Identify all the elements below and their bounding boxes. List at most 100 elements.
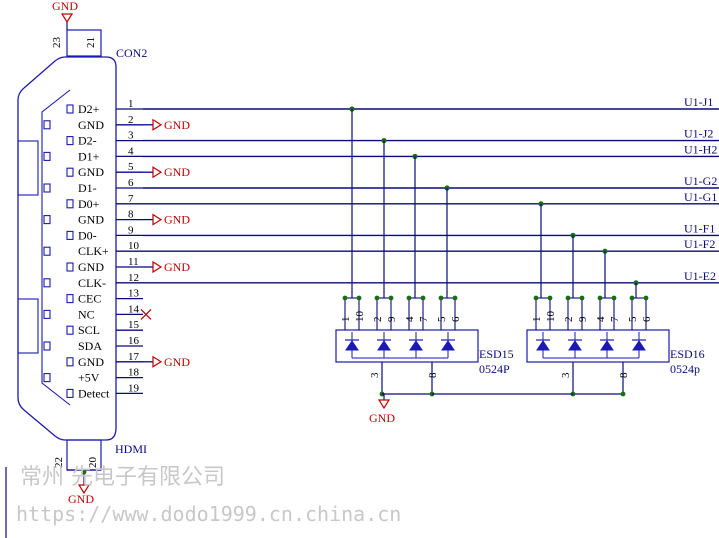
pin-18: +5V 18 xyxy=(43,367,143,385)
pin-number: 17 xyxy=(128,351,140,363)
pin-12: CLK-12 xyxy=(43,272,143,290)
pin-number: 10 xyxy=(128,240,140,252)
esd-pin-number: 1 xyxy=(340,317,352,323)
pin-contact xyxy=(66,388,74,398)
pin-contact xyxy=(66,136,74,146)
gnd-label: GND xyxy=(52,0,78,13)
pin-number: 9 xyxy=(128,224,134,236)
junction-dot xyxy=(579,295,585,301)
net-U1-G1: U1-G1 xyxy=(143,190,719,298)
watermark-company: 常州 先电子有限公司 xyxy=(20,465,225,490)
pin-contact xyxy=(43,341,51,351)
pin-contact xyxy=(66,104,74,114)
junction-dot xyxy=(565,295,571,301)
pin-label: D2+ xyxy=(78,102,100,116)
pin-4: D1+ 4 xyxy=(43,145,143,163)
pin-contact xyxy=(43,215,51,225)
pin-number: 15 xyxy=(128,319,140,331)
hdmi-inner-outline xyxy=(41,89,71,406)
esd-pin-number: 1 xyxy=(531,317,543,323)
hdmi-shell-notch-top xyxy=(17,140,39,196)
esd-pin-number: 2 xyxy=(372,317,384,323)
pin-label: CLK- xyxy=(78,276,106,290)
esd-pin-number: 8 xyxy=(618,372,630,378)
junction-dot xyxy=(533,295,539,301)
pin-3: D2-3 xyxy=(66,130,143,148)
pin-7: D0+7 xyxy=(66,193,143,211)
esd-pin-number: 7 xyxy=(418,316,430,322)
bottom-pin-20: 20 xyxy=(87,457,99,469)
net-U1-J1: U1-J1 xyxy=(143,95,719,298)
pin-label: D2- xyxy=(78,134,97,148)
pin-contact xyxy=(66,167,74,177)
pin-contact xyxy=(43,151,51,161)
pin-1: D2+ 1 xyxy=(66,98,143,116)
gnd-label: GND xyxy=(164,213,190,227)
pin-number: 13 xyxy=(128,288,140,300)
pin-contact xyxy=(66,262,74,272)
junction-dot xyxy=(342,295,348,301)
junction-dot xyxy=(629,295,635,301)
junction-dot xyxy=(547,295,553,301)
pin-label: Detect xyxy=(78,386,110,400)
pin-label: D1+ xyxy=(78,149,100,163)
esd-body xyxy=(335,329,479,363)
pin-15: SCL 15 xyxy=(66,319,143,337)
nc-mark-icon xyxy=(140,308,152,320)
pin-contact xyxy=(66,199,74,209)
pin-contact xyxy=(66,357,74,367)
junction-dot xyxy=(452,295,458,301)
pin-label: +5V xyxy=(78,371,100,385)
junction-dot xyxy=(420,295,426,301)
esd-pin-number: 10 xyxy=(545,311,557,323)
pin-number: 1 xyxy=(128,98,134,110)
junction-dot xyxy=(611,295,617,301)
gnd-icon xyxy=(152,118,163,131)
pin-label: CEC xyxy=(78,292,101,306)
hdmi-shell-notch-bottom xyxy=(17,298,39,354)
top-pin-23: 23 xyxy=(51,37,63,49)
esd-pin-number: 4 xyxy=(595,316,607,322)
junction-dot xyxy=(374,295,380,301)
pin-label: D1- xyxy=(78,181,97,195)
watermark-url: https://www.dodo1999.cn.china.cn xyxy=(16,502,401,526)
net-U1-H2: U1-H2 xyxy=(143,142,719,298)
esd-pin-number: 4 xyxy=(404,316,416,322)
net-U1-E2: U1-E2 xyxy=(143,269,719,298)
connector-top-tab: 23 21 xyxy=(51,29,102,57)
pin-number: 8 xyxy=(128,209,134,221)
esd-pin-number: 2 xyxy=(563,317,575,323)
pin-label: D0- xyxy=(78,228,97,242)
net-U1-F1: U1-F1 xyxy=(143,221,719,298)
gnd-icon xyxy=(152,166,163,179)
esd-body xyxy=(526,329,670,363)
pin-number: 18 xyxy=(128,367,140,379)
junction-dot xyxy=(356,295,362,301)
junction-dot xyxy=(597,295,603,301)
connector-value: HDMI xyxy=(115,442,147,456)
esd-value: 0524P xyxy=(479,362,510,376)
gnd-icon xyxy=(377,399,391,410)
net-U1-F2: U1-F2 xyxy=(143,237,719,298)
pin-label: SCL xyxy=(78,323,100,337)
pin-number: 4 xyxy=(128,145,134,157)
pin-number: 2 xyxy=(128,114,134,126)
pin-9: D0- 9 xyxy=(66,224,143,242)
esd-pin-number: 3 xyxy=(560,372,572,378)
gnd-label: GND xyxy=(164,260,190,274)
net-label: U1-J1 xyxy=(684,95,713,109)
pin-number: 14 xyxy=(128,303,140,315)
pin-number: 5 xyxy=(128,161,134,173)
junction-dot xyxy=(602,248,608,254)
pin-contact xyxy=(43,309,51,319)
esd-pin-number: 6 xyxy=(450,316,462,322)
